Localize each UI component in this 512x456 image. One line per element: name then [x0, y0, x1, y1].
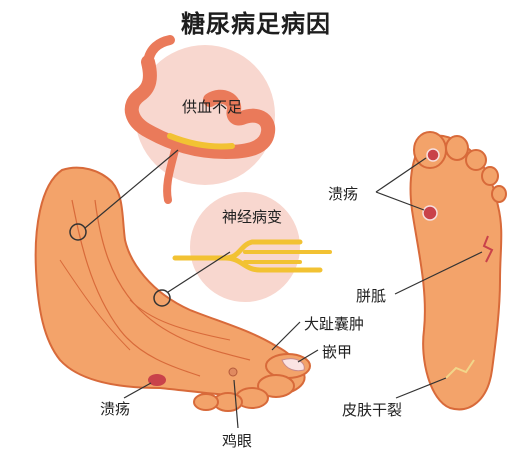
sole-toe-2	[445, 135, 469, 161]
ulcer-side-wound	[148, 374, 166, 386]
ulcer-left-line	[123, 382, 152, 399]
bunion-line	[271, 321, 301, 351]
vein-4	[59, 259, 131, 351]
sole-callus-crack	[482, 235, 494, 263]
ulcer-line-1	[375, 157, 427, 193]
label-callus: 胼胝	[356, 287, 387, 305]
artery	[124, 55, 276, 160]
artery-branch-top	[143, 35, 175, 67]
pointer-nerve-circle	[153, 289, 171, 307]
label-corn: 鸡眼	[222, 432, 253, 450]
corn-spot	[228, 367, 238, 377]
label-ulcer-right: 溃疡	[328, 185, 359, 203]
pointer-nerve-line	[167, 251, 231, 293]
cracked-skin-line	[395, 377, 447, 399]
foot-side-view	[34, 166, 306, 398]
nerve-branch-1	[222, 255, 323, 273]
label-neuropathy: 神经病变	[222, 208, 283, 226]
sole-toe-3	[465, 149, 487, 171]
toe-2	[257, 374, 295, 398]
vein-2	[94, 199, 251, 361]
vein-3	[129, 299, 231, 341]
label-cracked-skin: 皮肤干裂	[342, 401, 403, 419]
callus-line	[394, 251, 483, 295]
ulcer-line-2	[375, 191, 425, 211]
sole-toe-4	[481, 166, 499, 186]
corn-line	[233, 379, 239, 429]
label-bunion: 大趾囊肿	[304, 315, 365, 333]
sole-ulcer-2	[422, 205, 438, 221]
label-ulcer-left: 溃疡	[100, 400, 131, 418]
sole-heel-crack	[445, 359, 475, 379]
ingrown-nail-line	[297, 349, 319, 363]
pointer-blood-circle	[69, 223, 87, 241]
vein-1	[71, 199, 201, 377]
artery-plaque	[167, 133, 235, 150]
sole-toe-5	[491, 185, 507, 203]
label-blood-supply: 供血不足	[182, 98, 243, 116]
label-ingrown-nail: 嵌甲	[322, 343, 353, 361]
artery-branch-down	[163, 146, 179, 204]
diagram-title: 糖尿病足病因	[181, 10, 331, 38]
pointer-blood-line	[84, 149, 179, 229]
sole-ulcer-1	[426, 148, 440, 162]
toe-5	[193, 393, 219, 411]
